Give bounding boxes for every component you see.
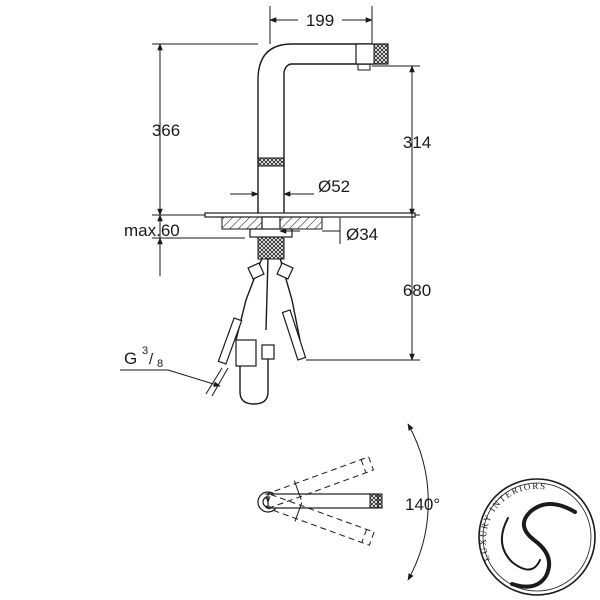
spray-head-knurl xyxy=(373,43,389,65)
handle-knurl xyxy=(257,157,285,167)
dim-swivel-angle: 140° xyxy=(405,495,440,514)
brand-logo: LUXURY INTERIORS xyxy=(478,478,596,596)
spray-outlet xyxy=(357,64,371,71)
pull-out-hose-loop xyxy=(239,359,269,405)
swivel-top-view: 140° xyxy=(257,423,440,581)
mount-nut xyxy=(249,228,293,238)
hose-center xyxy=(265,257,269,331)
logo-monogram-s xyxy=(510,502,577,589)
deck-surface xyxy=(204,212,416,218)
faucet-spout xyxy=(257,43,373,215)
dim-body-diameter: Ø52 xyxy=(318,177,350,196)
faucet-side-view xyxy=(204,43,416,405)
dim-thread-base: G xyxy=(124,349,137,368)
dim-thread-den: 8 xyxy=(157,358,163,370)
dim-hose-length: 680 xyxy=(403,281,431,300)
swivel-angle-arc xyxy=(407,423,429,581)
supply-fitting-right xyxy=(281,309,307,361)
dim-total-height: 366 xyxy=(152,121,180,140)
svg-text:/: / xyxy=(149,351,154,368)
mount-thread xyxy=(257,236,285,260)
hose-weight xyxy=(235,339,257,367)
dim-spout-height: 314 xyxy=(403,133,431,152)
dim-max-deck: max.60 xyxy=(124,221,180,240)
dim-thread-num: 3 xyxy=(142,345,148,357)
spout-top-center xyxy=(267,493,379,509)
dimension-lines: 199 366 314 Ø52 max.60 Ø34 680 G 3 / 8 xyxy=(120,6,431,387)
dim-hole-diameter: Ø34 xyxy=(346,225,378,244)
dim-spout-reach: 199 xyxy=(306,11,334,30)
hose-coupler xyxy=(261,344,275,360)
supply-fitting-left xyxy=(217,317,243,365)
